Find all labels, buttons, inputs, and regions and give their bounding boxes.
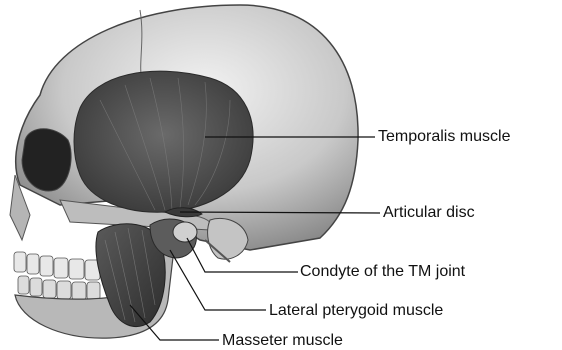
condyle-label: Condyte of the TM joint	[300, 263, 465, 281]
condyle	[173, 222, 197, 242]
leader-pterygoid	[170, 250, 266, 310]
lateral-pterygoid-label: Lateral pterygoid muscle	[269, 302, 443, 320]
temporalis-label: Temporalis muscle	[378, 128, 510, 146]
articular-disc-label: Articular disc	[383, 204, 475, 222]
temporalis-muscle	[74, 71, 253, 212]
masseter-label: Masseter muscle	[222, 332, 343, 350]
orbit	[22, 129, 71, 191]
